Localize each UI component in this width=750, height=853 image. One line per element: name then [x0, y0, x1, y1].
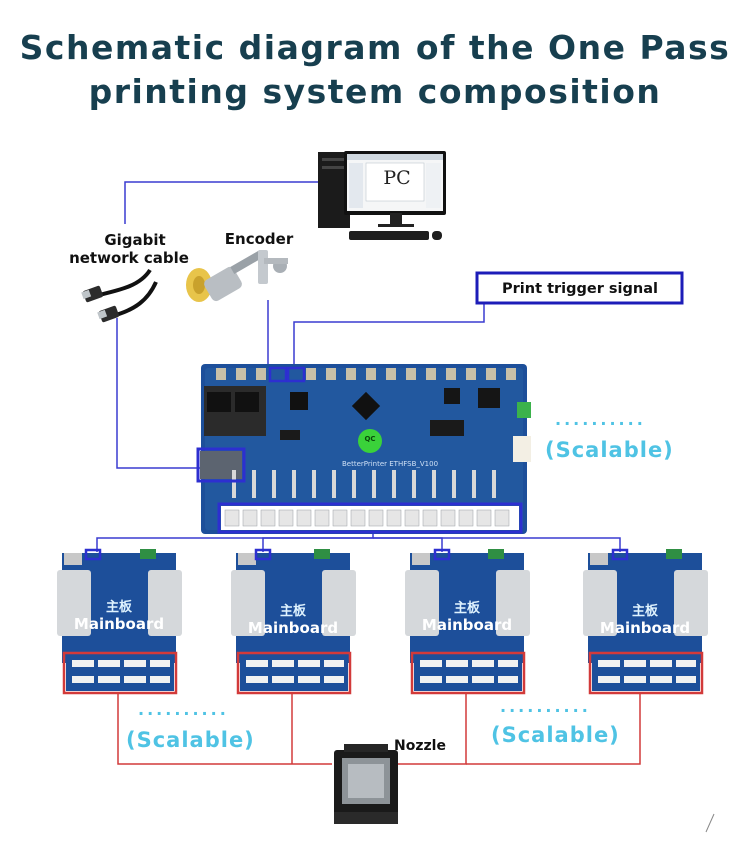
scalable-dots-bottom-left: .......... [138, 700, 229, 719]
nozzle-lines [117, 694, 641, 765]
sub-board-4-label-cn: 主板 [631, 604, 658, 619]
distribution-lines [96, 532, 621, 552]
gigabit-label-line2: network cable [69, 249, 189, 267]
main-board-silkscreen: BetterPrinter ETHFSB_V100 [341, 460, 439, 468]
main-control-board [196, 364, 531, 534]
sub-board-3 [405, 548, 530, 695]
network-cable-illustration [81, 268, 158, 323]
scalable-label-right: (Scalable) [545, 438, 674, 462]
sub-board-4 [583, 548, 708, 695]
sub-board-1 [57, 548, 182, 695]
sub-board-3-label-cn: 主板 [453, 601, 480, 616]
corner-mark [705, 813, 715, 833]
network-cable-line [116, 181, 318, 469]
scalable-dots-right: .......... [555, 410, 646, 429]
sub-board-4-label-en: Mainboard [599, 619, 691, 637]
gigabit-label-line1: Gigabit [104, 231, 166, 249]
qc-sticker-label: QC [364, 435, 376, 443]
print-trigger-box [475, 271, 684, 305]
trigger-signal-line [293, 302, 485, 370]
encoder-label: Encoder [224, 230, 294, 248]
diagram-title-line2: printing system composition [88, 72, 662, 111]
sub-board-3-label: 主板 Mainboard [392, 597, 542, 634]
sub-board-2-label-cn: 主板 [279, 604, 306, 619]
scalable-dots-bottom-right: .......... [500, 697, 591, 716]
sub-board-4-label: 主板 Mainboard [570, 600, 720, 637]
sub-board-1-label: 主板 Mainboard [44, 596, 194, 633]
sub-board-1-label-en: Mainboard [73, 615, 165, 633]
nozzle-label: Nozzle [394, 738, 446, 754]
sub-board-2-label-en: Mainboard [247, 619, 339, 637]
sub-board-2-label: 主板 Mainboard [218, 600, 368, 637]
sub-board-2 [231, 548, 356, 695]
encoder-illustration [186, 250, 288, 302]
pc-label: PC [383, 167, 411, 189]
nozzle-illustration [334, 744, 398, 824]
scalable-label-bottom-left: (Scalable) [126, 728, 255, 752]
diagram-title-line1: Schematic diagram of the One Pass [19, 28, 731, 67]
scalable-label-bottom-right: (Scalable) [491, 723, 620, 747]
pc-illustration [318, 151, 446, 240]
print-trigger-label: Print trigger signal [502, 281, 658, 297]
sub-board-3-label-en: Mainboard [421, 616, 513, 634]
sub-board-1-label-cn: 主板 [105, 600, 132, 615]
